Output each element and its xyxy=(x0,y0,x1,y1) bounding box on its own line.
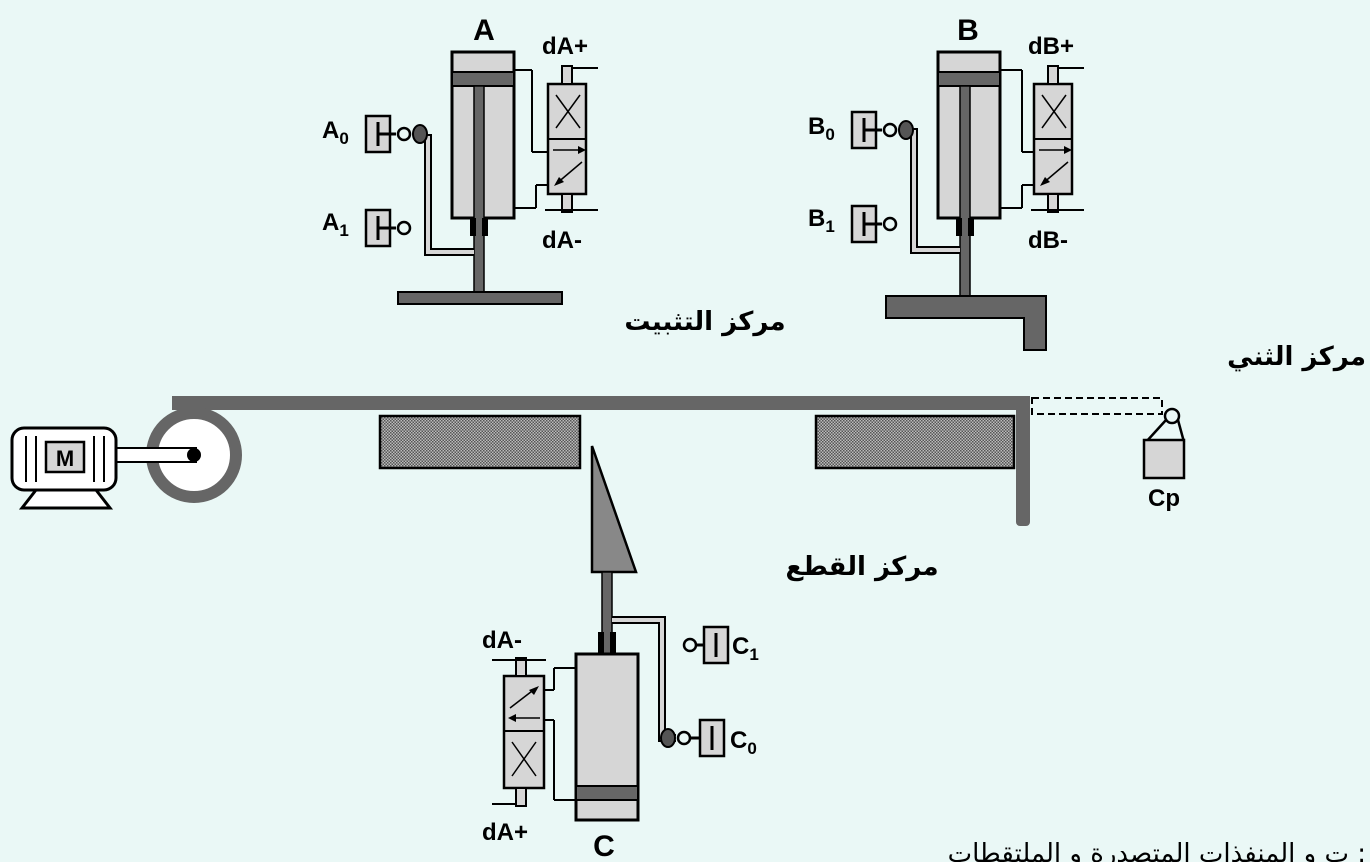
motor: M xyxy=(10,407,242,510)
station-bending-label: مركز الثني xyxy=(1227,342,1366,372)
sensor-cp xyxy=(1142,407,1186,480)
sensor-b1 xyxy=(850,204,898,244)
motor-shaft xyxy=(115,447,197,463)
cylinder-b-piston xyxy=(937,71,1001,87)
sensor-c0-label: C0 xyxy=(730,727,757,758)
sensor-c1-label: C1 xyxy=(732,633,759,664)
valve-b-top-label: dB+ xyxy=(1028,33,1074,60)
cylinder-a-gland xyxy=(470,218,476,236)
valve-a-top-label: dA+ xyxy=(542,33,588,60)
sensor-c0 xyxy=(660,718,726,758)
valve-c-top-label: dA- xyxy=(482,627,522,654)
valve-a xyxy=(514,65,598,213)
footer-text: ت و المنفذات المتصدرة و الملتقطات : xyxy=(948,839,1366,862)
station-cutting-label: مركز القطع xyxy=(785,552,938,582)
valve-c-bottom-label: dA+ xyxy=(482,819,528,846)
valve-a-bottom-label: dA- xyxy=(542,227,582,254)
sensor-a0-label: A0 xyxy=(322,117,349,148)
bending-tool-b xyxy=(885,295,1047,351)
cylinder-c-label: C xyxy=(593,830,615,862)
valve-c xyxy=(492,657,576,807)
cutting-blade xyxy=(590,445,638,574)
cylinder-a-rod xyxy=(473,85,485,297)
cylinder-a-piston xyxy=(451,71,515,87)
motor-base xyxy=(18,488,114,510)
workpiece-right xyxy=(814,414,1016,470)
workpiece-extension xyxy=(1031,397,1163,415)
conveyor-belt xyxy=(172,396,1030,410)
valve-b xyxy=(1000,65,1084,213)
sensor-c1 xyxy=(682,625,730,665)
sensor-b0 xyxy=(850,110,914,150)
station-clamping-label: مركز التثبيت xyxy=(624,307,785,337)
clamp-plate-a xyxy=(397,291,563,305)
cylinder-b: B dB+ dB- xyxy=(808,14,1084,351)
cylinder-c: C dA- dA+ xyxy=(482,571,759,862)
sensor-a0 xyxy=(364,114,428,154)
cylinder-c-piston xyxy=(575,785,639,801)
valve-b-bottom-label: dB- xyxy=(1028,227,1068,254)
conveyor-end-wall xyxy=(1016,396,1030,526)
cylinder-a: A dA+ xyxy=(322,14,598,305)
sensor-a1 xyxy=(364,208,412,248)
sensor-a1-label: A1 xyxy=(322,209,349,240)
cylinder-a-label: A xyxy=(473,14,495,47)
sensor-b1-label: B1 xyxy=(808,205,835,236)
cylinder-b-label: B xyxy=(957,14,979,47)
sensor-b0-label: B0 xyxy=(808,113,835,144)
sensor-cp-label: Cp xyxy=(1148,485,1180,512)
conveyor xyxy=(172,396,1163,526)
cylinder-b-rod xyxy=(959,85,971,297)
motor-label: M xyxy=(56,446,74,471)
workpiece-left xyxy=(378,414,582,470)
